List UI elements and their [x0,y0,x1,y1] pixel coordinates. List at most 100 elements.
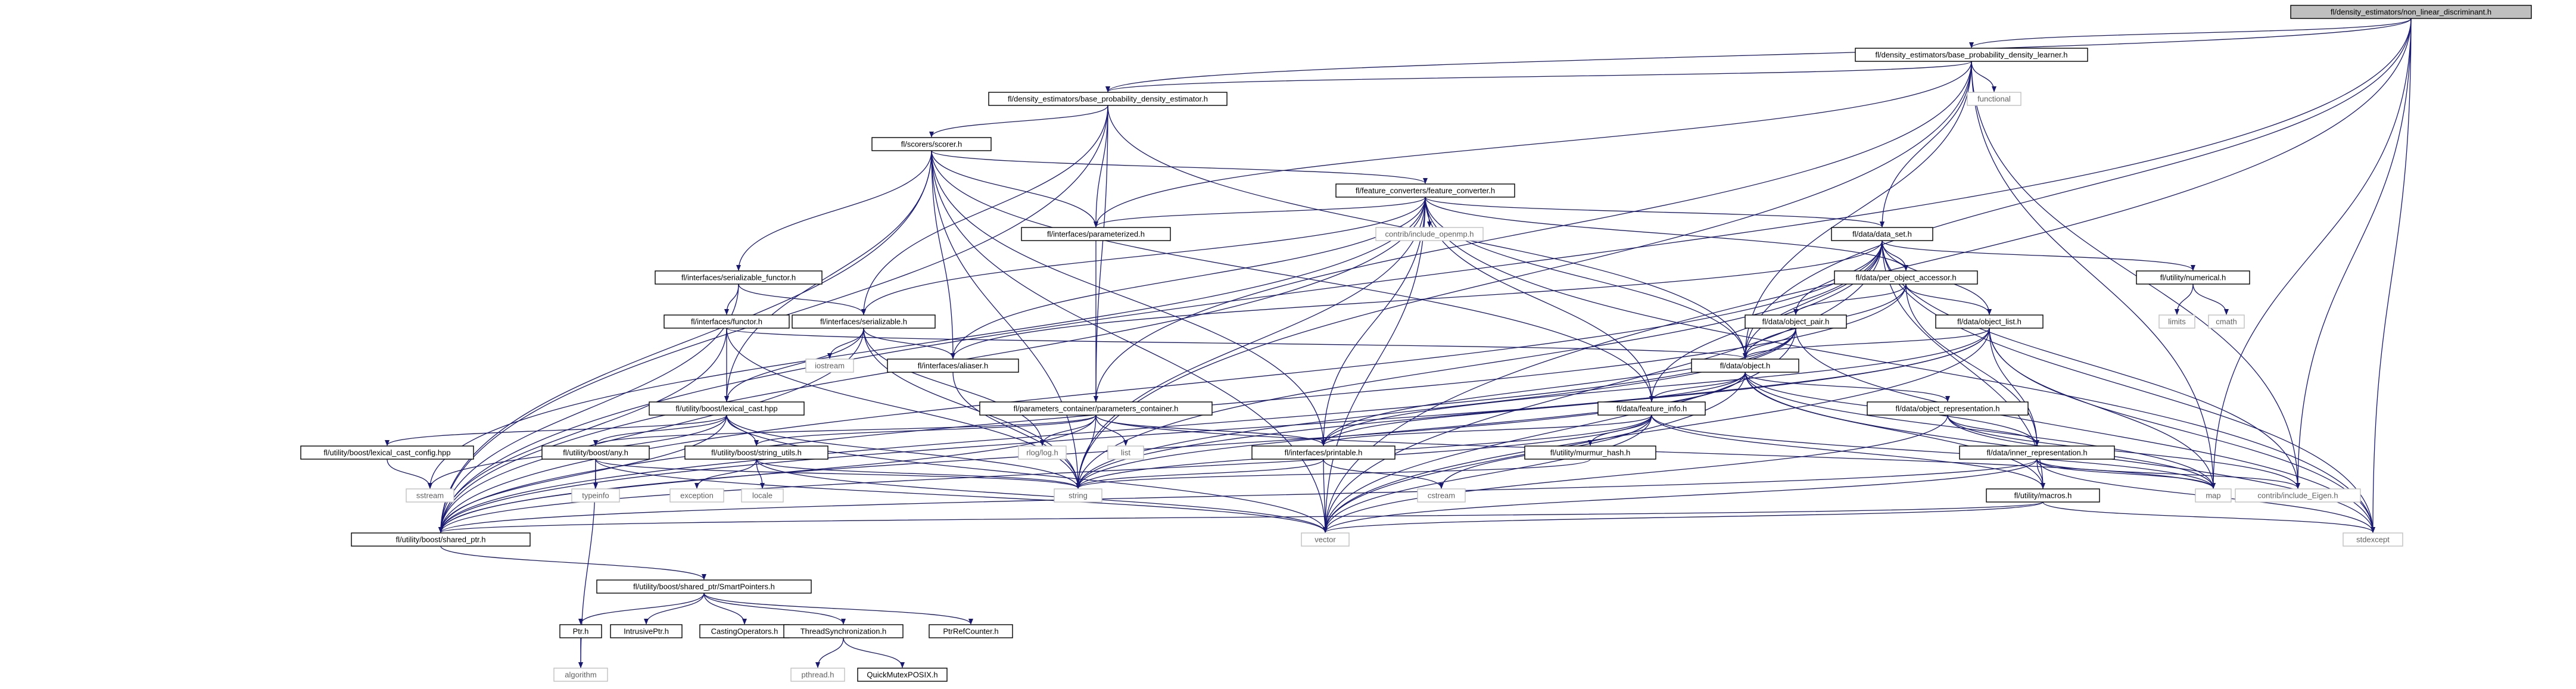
node-label: fl/utility/boost/any.h [563,448,628,457]
node-lexcfg[interactable]: fl/utility/boost/lexical_cast_config.hpp [300,445,474,460]
edge-bpdl-to-dataset [1880,61,1972,227]
node-aliaser[interactable]: fl/interfaces/aliaser.h [887,358,1019,373]
node-box [871,137,992,151]
node-pthread: pthread.h [790,668,845,682]
node-label: Ptr.h [573,627,589,636]
edge-finfo-to-sharedptr [438,414,1652,533]
edge-serializable-to-iostream [827,328,864,359]
edge-sharedptr-to-smartptrs [440,545,706,580]
edge-dataset-to-object [1743,240,1883,359]
node-label: exception [680,491,714,500]
node-algorithm: algorithm [553,668,608,682]
node-smartptrs[interactable]: fl/utility/boost/shared_ptr/SmartPointer… [596,579,812,594]
node-printable[interactable]: fl/interfaces/printable.h [1251,445,1396,460]
node-box [1301,532,1350,547]
node-macros[interactable]: fl/utility/macros.h [1986,488,2100,503]
node-root[interactable]: fl/density_estimators/non_linear_discrim… [2290,5,2532,19]
edge-object-to-objrep [1745,372,1950,402]
node-threadsync[interactable]: ThreadSynchronization.h [783,624,904,638]
node-map: map [2195,488,2232,503]
node-intrptr[interactable]: IntrusivePtr.h [610,624,683,638]
edge-macros-to-vector [1323,501,2044,533]
node-murmur[interactable]: fl/utility/murmur_hash.h [1524,445,1656,460]
node-label: string [1069,491,1088,500]
edge-scorer-to-string [931,150,1080,489]
node-serfunctor[interactable]: fl/interfaces/serializable_functor.h [655,270,823,285]
node-serializable[interactable]: fl/interfaces/serializable.h [792,314,936,329]
edge-fconv-to-aliaser [951,197,1426,359]
node-label: IntrusivePtr.h [624,627,669,636]
node-label: limits [2168,317,2186,326]
node-box [300,445,474,460]
node-functional: functional [1967,92,2021,106]
edge-root-to-map [2211,18,2412,489]
node-sharedptr[interactable]: fl/utility/boost/shared_ptr.h [351,532,531,547]
node-exception: exception [669,488,724,503]
edge-printable-to-cstream [1323,459,1444,489]
edge-scorer-to-ifparam [931,150,1098,227]
node-label: fl/utility/murmur_hash.h [1550,448,1630,457]
node-box [741,488,784,503]
node-ptrref[interactable]: PtrRefCounter.h [929,624,1013,638]
node-label: fl/interfaces/serializable.h [820,317,907,326]
node-anyh[interactable]: fl/utility/boost/any.h [541,445,650,460]
node-functor[interactable]: fl/interfaces/functor.h [664,314,790,329]
edges-layer [385,18,2412,668]
node-numerical[interactable]: fl/utility/numerical.h [2136,270,2250,285]
node-bpde[interactable]: fl/density_estimators/base_probability_d… [988,92,1228,106]
node-box [783,624,904,638]
node-bpdl[interactable]: fl/density_estimators/base_probability_d… [1855,48,2088,62]
node-poa[interactable]: fl/data/per_object_accessor.h [1834,270,1978,285]
node-box [649,401,805,416]
edge-innerrep-to-sharedptr [438,459,2038,533]
node-box [979,401,1213,416]
node-castops[interactable]: CastingOperators.h [699,624,790,638]
edge-strutils-to-locale [756,459,765,489]
node-box [1018,445,1067,460]
edge-lexcast-to-sharedptr [438,414,727,533]
node-scorer[interactable]: fl/scorers/scorer.h [871,137,992,151]
node-box [1867,401,2029,416]
edge-object-to-printable [1321,372,1746,446]
edge-pcontainer-to-printable [1095,414,1326,446]
node-cmath: cmath [2208,314,2245,329]
node-label: contrib/include_openmp.h [1385,230,1474,239]
edge-finfo-to-vector [1323,414,1652,533]
node-objpair[interactable]: fl/data/object_pair.h [1745,314,1847,329]
node-iostream: iostream [805,358,854,373]
edge-bpdl-to-ifparam [1094,61,1972,227]
node-innerrep[interactable]: fl/data/inner_representation.h [1959,445,2115,460]
node-box [1691,358,1799,373]
edge-innerrep-to-vector [1323,459,2038,533]
node-box [2136,270,2250,285]
node-pcontainer[interactable]: fl/parameters_container/parameters_conta… [979,401,1213,416]
node-fconv[interactable]: fl/feature_converters/feature_converter.… [1335,183,1515,198]
node-label: algorithm [565,671,596,679]
node-label: fl/density_estimators/non_linear_discrim… [2331,8,2491,17]
node-ifparam[interactable]: fl/interfaces/parameterized.h [1021,227,1171,241]
edge-bpdl-to-eigen [1971,61,2300,489]
node-lexcast[interactable]: fl/utility/boost/lexical_cast.hpp [649,401,805,416]
node-object[interactable]: fl/data/object.h [1691,358,1799,373]
node-label: fl/data/object_list.h [1957,317,2021,326]
edge-bpdl-to-functional [1971,61,1996,92]
edge-dataset-to-aliaser [951,240,1883,359]
node-strutils[interactable]: fl/utility/boost/string_utils.h [684,445,828,460]
node-dataset[interactable]: fl/data/data_set.h [1831,227,1933,241]
node-objlist[interactable]: fl/data/object_list.h [1935,314,2044,329]
node-label: fl/parameters_container/parameters_conta… [1014,404,1179,413]
edge-functor-to-sharedptr [438,328,727,533]
node-quickmutex[interactable]: QuickMutexPOSIX.h [857,668,948,682]
node-label: iostream [815,361,845,370]
node-label: fl/utility/boost/lexical_cast_config.hpp [323,448,450,457]
node-box [1986,488,2100,503]
edge-pcontainer-to-strutils [754,414,1097,446]
node-box [1834,270,1978,285]
node-ptr[interactable]: Ptr.h [559,624,602,638]
node-box [351,532,531,547]
node-finfo[interactable]: fl/data/feature_info.h [1597,401,1706,416]
edge-fconv-to-vector [1323,197,1426,533]
node-box [1054,488,1102,503]
node-box [1417,488,1466,503]
node-objrep[interactable]: fl/data/object_representation.h [1867,401,2029,416]
